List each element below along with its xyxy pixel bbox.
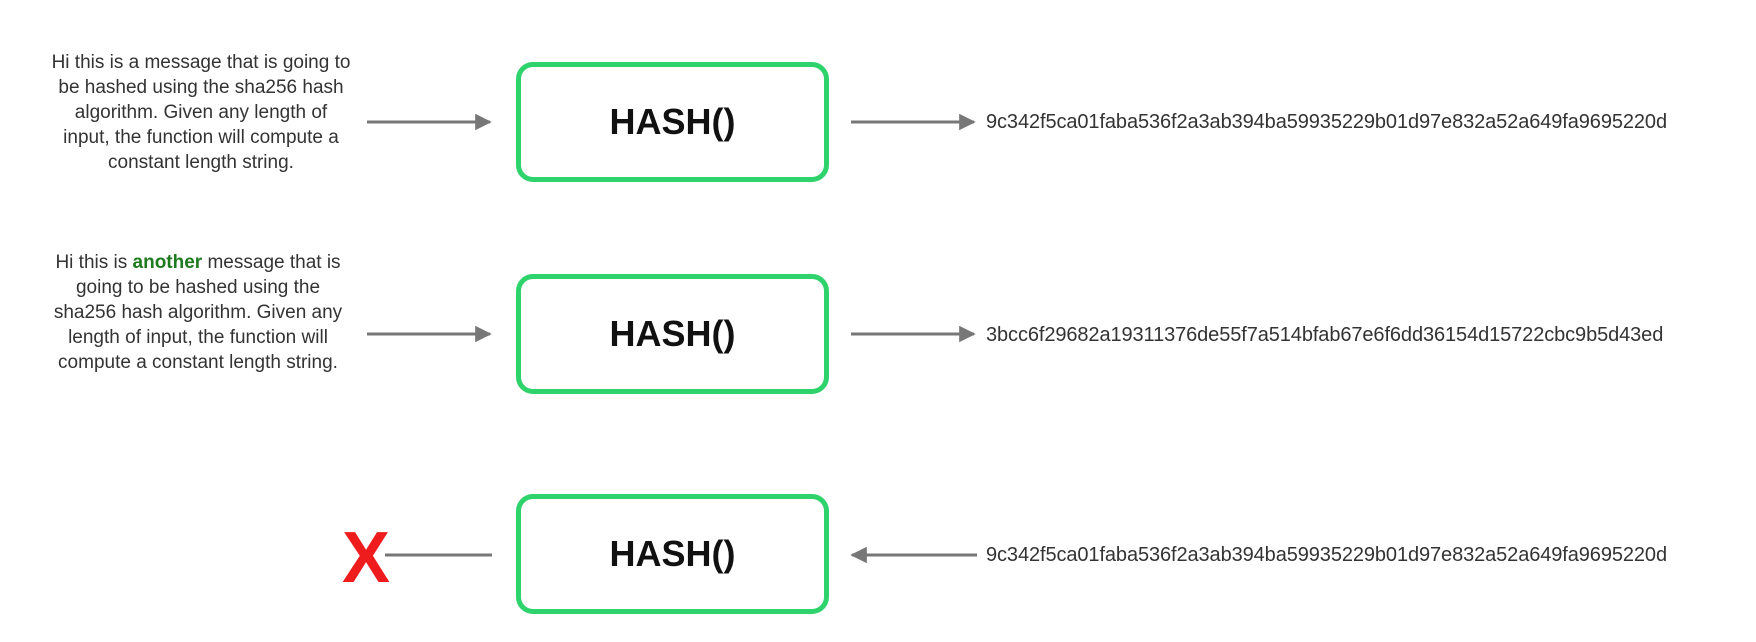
red-x-icon: X — [342, 518, 391, 598]
input-message-2-suffix: message that is going to be hashed using… — [53, 252, 343, 373]
input-message-1: Hi this is a message that is going to be… — [51, 52, 351, 173]
input-message-2-highlight: another — [132, 252, 203, 273]
hash-function-box-1: HASH() — [516, 62, 829, 182]
hash-function-box-3: HASH() — [516, 494, 829, 614]
output-hash-2: 3bcc6f29682a19311376de55f7a514bfab67e6f6… — [986, 324, 1664, 346]
input-message-2: Hi this is another message that is going… — [48, 250, 348, 375]
hash-function-box-2: HASH() — [516, 274, 829, 394]
input-message-2-prefix: Hi this is — [55, 252, 133, 273]
input-hash-3: 9c342f5ca01faba536f2a3ab394ba59935229b01… — [986, 544, 1667, 566]
output-hash-1: 9c342f5ca01faba536f2a3ab394ba59935229b01… — [986, 111, 1667, 133]
